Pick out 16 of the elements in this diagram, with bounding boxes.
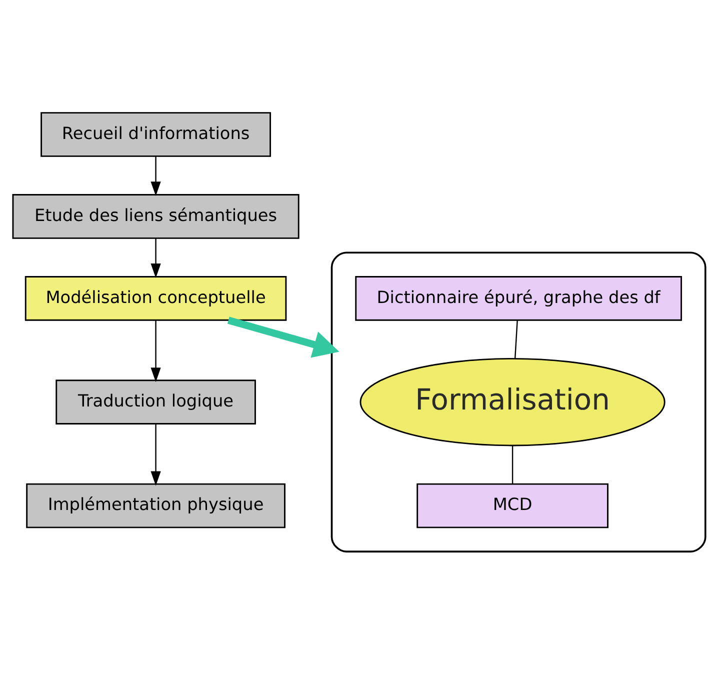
node-box: Recueil d'informations: [40, 112, 272, 157]
arrow: [150, 424, 161, 486]
arrow: [150, 238, 161, 278]
arrow: [150, 156, 161, 196]
arrow: [150, 320, 161, 382]
node-box: Dictionnaire épuré, graphe des df: [355, 276, 682, 321]
node-box: Traduction logique: [56, 380, 256, 424]
arrow: [227, 316, 340, 358]
cluster: [330, 252, 706, 552]
connector: [514, 320, 518, 359]
node-box: MCD: [416, 483, 608, 528]
node-box: Implémentation physique: [26, 483, 286, 528]
node-ellipse: Formalisation: [360, 358, 666, 446]
node-box: Etude des liens sémantiques: [12, 194, 300, 239]
connector: [512, 446, 514, 484]
node-box: Modélisation conceptuelle: [24, 276, 287, 321]
